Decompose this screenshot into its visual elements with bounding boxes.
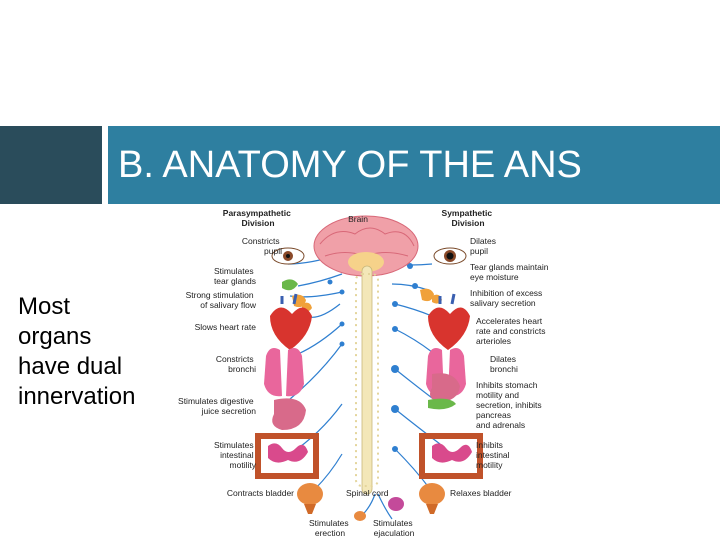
label-salivary-inhibition: Inhibition of excess salivary secretion (470, 288, 545, 308)
ganglion (339, 341, 345, 347)
ganglion (407, 263, 413, 269)
label-stimulates-erection: Stimulates erection (309, 518, 351, 538)
body-line: innervation (18, 383, 136, 410)
label-salivary-flow: Strong stimulation of salivary flow (186, 290, 257, 310)
ganglion (391, 365, 399, 373)
ganglia (327, 251, 418, 452)
ganglion (339, 321, 345, 327)
slide-title: B. ANATOMY OF THE ANS (118, 144, 582, 186)
bladder-icon (419, 483, 445, 514)
label-dilates-pupil: Dilates pupil (470, 236, 498, 256)
ganglion (392, 301, 398, 307)
body-line: have dual (18, 353, 123, 380)
title-bar (108, 126, 720, 204)
ganglion (392, 326, 398, 332)
reproductive-organ-icon (388, 497, 404, 511)
intestine-icon (419, 433, 483, 479)
lungs-icon (264, 348, 304, 397)
parasympathetic-header: Parasympathetic Division (223, 208, 293, 228)
slide-body-text: Most organs have dual innervation (18, 292, 168, 412)
heart-icon (270, 293, 312, 350)
reproductive-organ-icon (354, 511, 366, 521)
label-contracts-bladder: Contracts bladder (227, 488, 294, 498)
label-accelerates-heart: Accelerates heart rate and constricts ar… (476, 316, 548, 346)
intestine-icon (255, 433, 319, 479)
ganglion (412, 283, 418, 289)
label-digestive-juice: Stimulates digestive juice secretion (178, 396, 256, 416)
label-tear-glands-moisture: Tear glands maintain eye moisture (470, 262, 551, 282)
label-intestinal-motility: Stimulates intestinal motility (214, 440, 257, 470)
tear-gland-icon (282, 279, 298, 291)
label-spinal-cord: Spinal cord (346, 488, 389, 498)
label-constricts-pupil: Constricts pupil (242, 236, 282, 256)
body-line: Most (18, 293, 71, 320)
label-relaxes-bladder: Relaxes bladder (450, 488, 512, 498)
label-slows-heart-rate: Slows heart rate (195, 322, 257, 332)
label-stimulates-tear-glands: Stimulates tear glands (214, 266, 256, 286)
bladder-icon (297, 483, 323, 514)
stomach-icon (272, 398, 306, 430)
spinal-cord (355, 265, 379, 495)
ganglion (339, 289, 345, 295)
ans-diagram: Parasympathetic Division Brain Sympathet… (178, 208, 551, 538)
ganglion (327, 279, 333, 285)
title-accent-block (0, 126, 102, 204)
label-inhibits-intestinal: Inhibits intestinal motility (476, 440, 512, 470)
label-dilates-bronchi: Dilates bronchi (490, 354, 518, 374)
ganglion (391, 405, 399, 413)
heart-icon (428, 293, 470, 350)
label-constricts-bronchi: Constricts bronchi (216, 354, 256, 374)
brain (313, 215, 419, 277)
eye-icon (271, 247, 305, 265)
brain-label: Brain (348, 214, 368, 224)
ganglion (392, 446, 398, 452)
title-accent-gap (102, 126, 108, 204)
eye-icon (433, 247, 467, 265)
stomach-icon (428, 373, 460, 410)
body-line: organs (18, 323, 92, 350)
sympathetic-header: Sympathetic Division (442, 208, 495, 228)
label-stimulates-ejaculation: Stimulates ejaculation (373, 518, 415, 538)
label-inhibits-stomach: Inhibits stomach motility and secretion,… (476, 380, 544, 430)
